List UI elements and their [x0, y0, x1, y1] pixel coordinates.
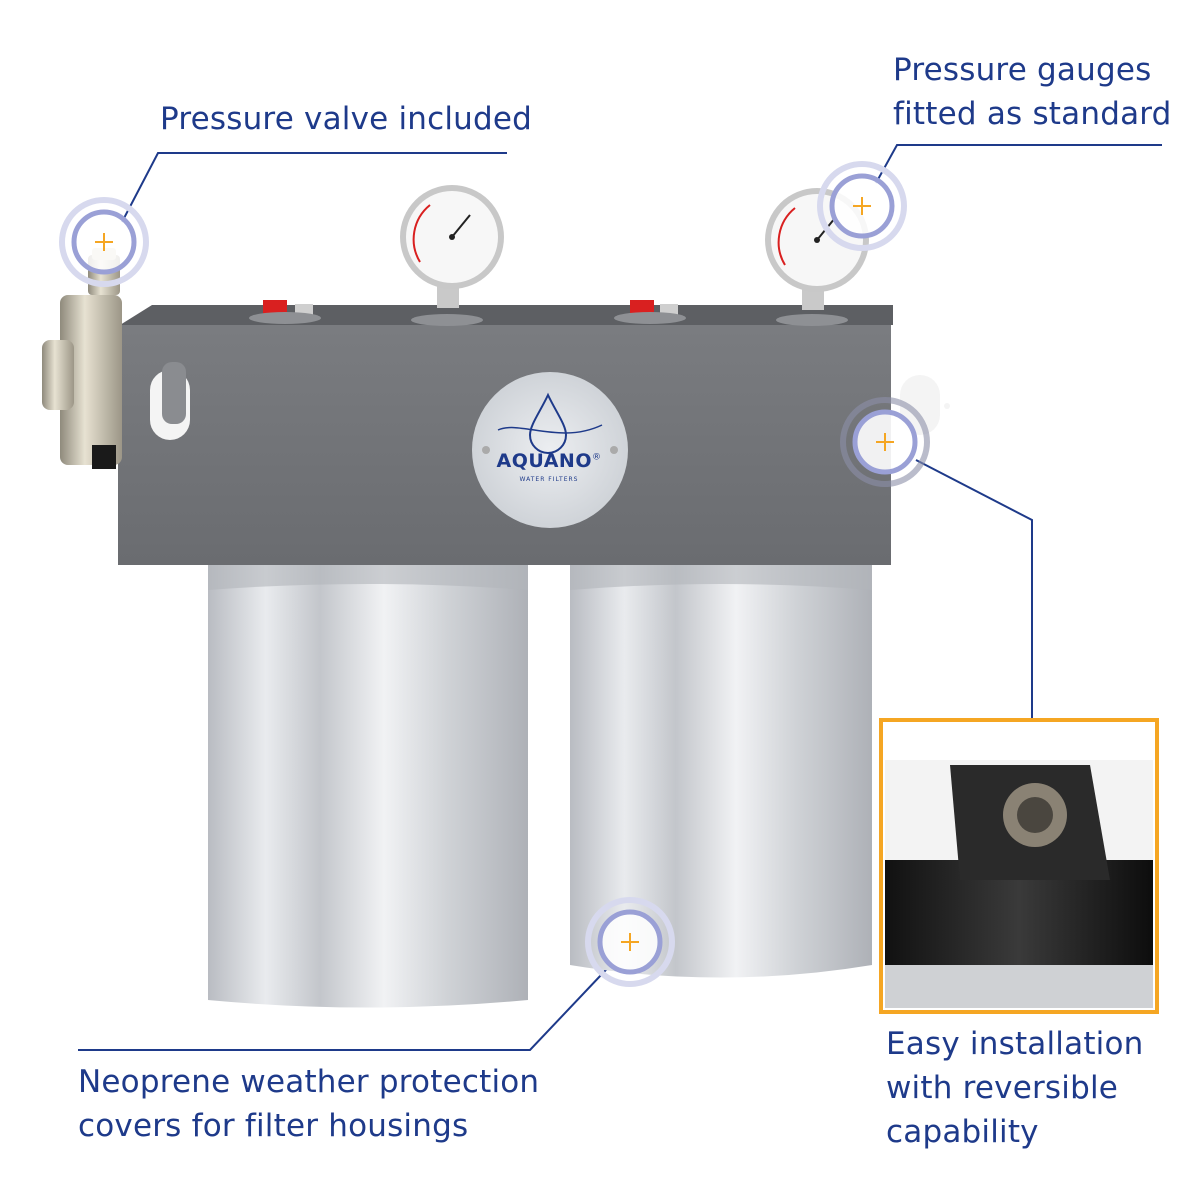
callout-pressure-gauges: Pressure gauges fitted as standard [893, 48, 1172, 136]
filter-housing-right [570, 565, 872, 978]
brand-name: AQUANO® [496, 450, 602, 472]
keyhole-slot-right [900, 375, 950, 435]
panel-top [120, 305, 893, 325]
callout-easy-installation: Easy installation with reversible capabi… [886, 1022, 1144, 1154]
callout-line: fitted as standard [893, 96, 1172, 132]
keyhole-slot-left [150, 362, 190, 440]
brand-tagline: WATER FILTERS [519, 476, 579, 483]
callout-line: Pressure valve included [160, 101, 533, 137]
filter-housing-left [208, 565, 528, 1008]
callout-line: covers for filter housings [78, 1108, 469, 1144]
plus-icon [876, 433, 894, 451]
cover-leader-line [78, 954, 621, 1051]
valve-leader-line [121, 152, 507, 223]
callout-line: Easy installation [886, 1026, 1144, 1062]
callout-line: Pressure gauges [893, 52, 1152, 88]
cover-hotspot[interactable] [585, 897, 675, 987]
callout-line: capability [886, 1114, 1039, 1150]
callout-neoprene-covers: Neoprene weather protection covers for f… [78, 1060, 539, 1148]
callout-line: Neoprene weather protection [78, 1064, 540, 1100]
mount-leader-line [915, 459, 1033, 722]
plus-icon [95, 233, 113, 251]
pressure-gauge-left [400, 185, 504, 326]
mount-hotspot[interactable] [840, 397, 930, 487]
brand-badge [472, 372, 628, 528]
plus-icon [621, 933, 639, 951]
plus-icon [853, 197, 871, 215]
top-fittings [249, 300, 686, 324]
valve-hotspot[interactable] [59, 197, 149, 287]
callout-line: with reversible [886, 1070, 1119, 1106]
gauge-leader-line [875, 144, 1162, 184]
callout-pressure-valve: Pressure valve included [160, 97, 532, 141]
gauge-hotspot[interactable] [817, 161, 907, 251]
inset-detail [879, 718, 1159, 1014]
